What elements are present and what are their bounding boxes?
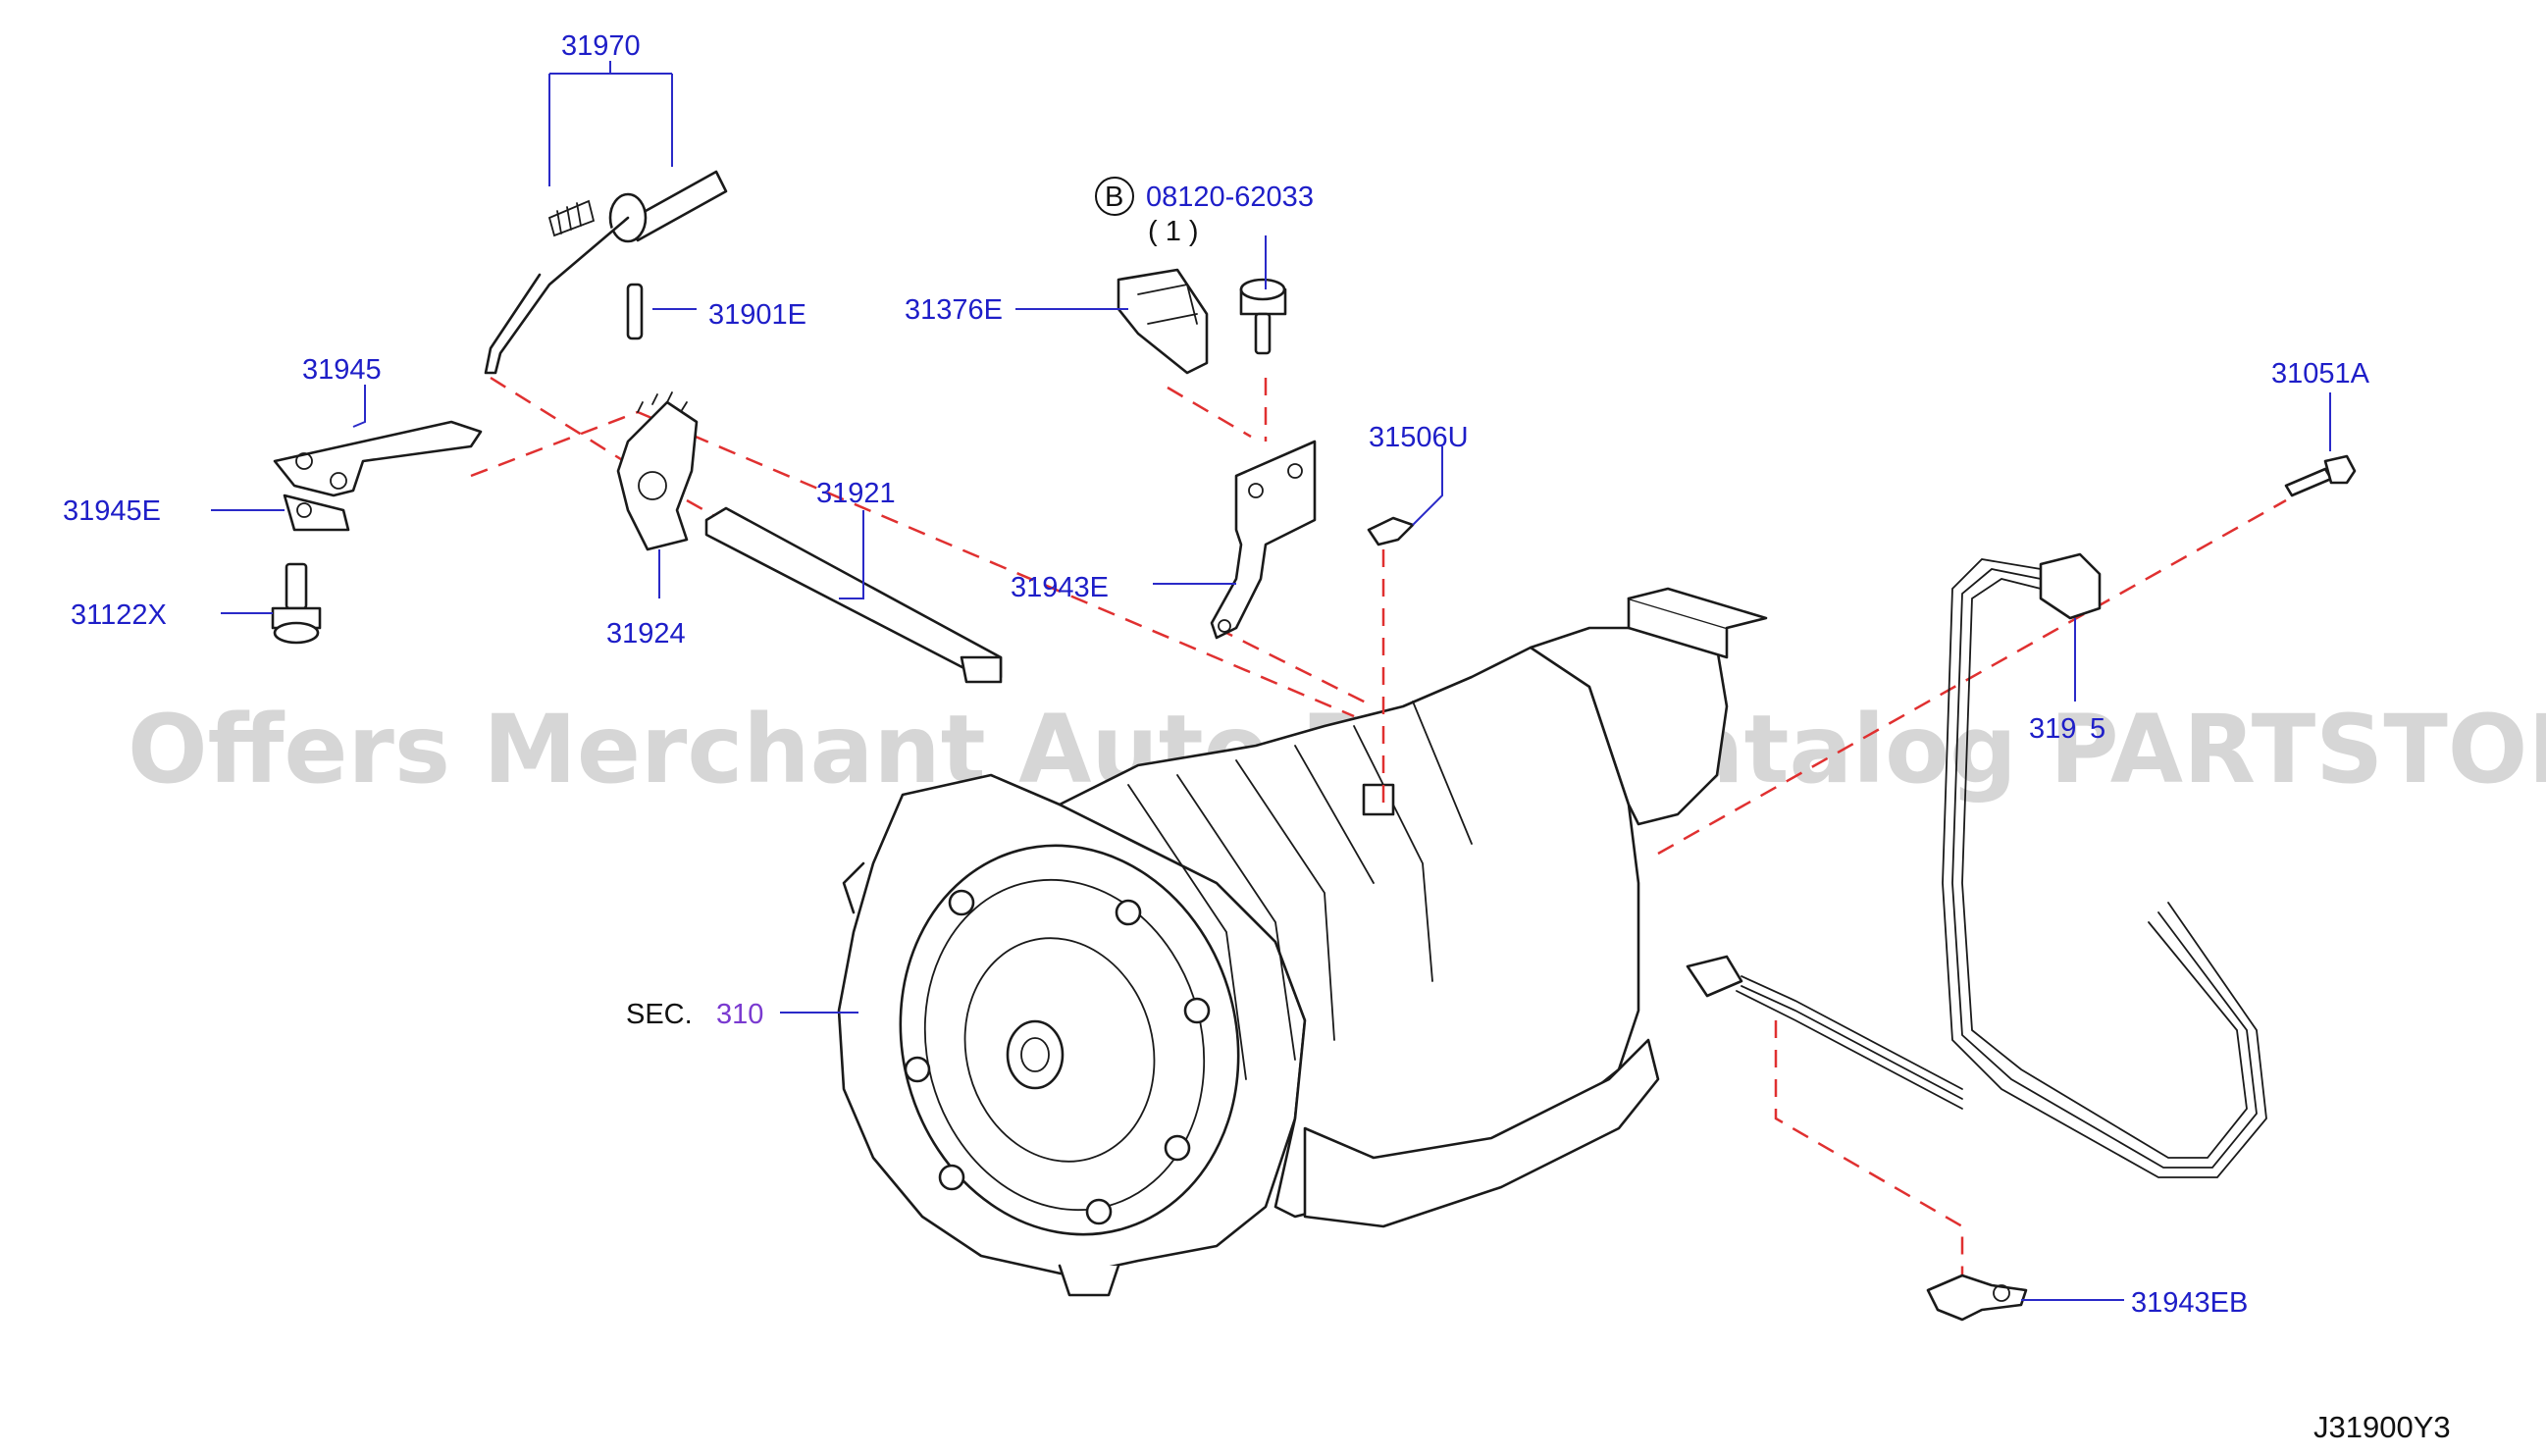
section-reference-310[interactable]: 310 [716,999,763,1030]
bolt-08120-62033[interactable] [1239,278,1287,355]
label-31945[interactable]: 31945 [302,354,382,386]
control-rod-31970[interactable] [484,170,728,375]
bracket-31943E[interactable] [1210,440,1317,640]
transmission-assembly[interactable] [837,587,1768,1297]
label-31970[interactable]: 31970 [561,30,641,62]
label-3194x-partial-end: 5 [2090,713,2105,745]
label-31921[interactable]: 31921 [816,478,896,509]
label-3194x-partial[interactable]: 319 [2029,713,2076,745]
clip-31943EB[interactable] [1926,1274,2028,1322]
diagram-code: J31900Y3 [2313,1410,2451,1444]
harness-sensor[interactable] [1686,552,2267,1178]
label-31943E[interactable]: 31943E [1011,572,1109,603]
washer-31945E[interactable] [283,494,350,532]
label-31506U[interactable]: 31506U [1369,422,1469,453]
bolt-31122X[interactable] [271,562,322,645]
b-marker: B [1095,177,1134,216]
b-marker-letter: B [1105,182,1123,213]
label-31122X[interactable]: 31122X [71,599,167,631]
manual-shaft-31921[interactable] [704,506,1003,684]
leader-lines [211,61,2331,1301]
clip-31506U[interactable] [1367,516,1415,546]
label-31924[interactable]: 31924 [606,618,686,650]
pin-31901E[interactable] [626,283,644,340]
label-31901E[interactable]: 31901E [708,299,806,331]
label-31945E[interactable]: 31945E [63,495,161,527]
clip-31376E[interactable] [1117,268,1209,375]
section-prefix: SEC. [626,999,693,1030]
label-31376E[interactable]: 31376E [905,294,1003,326]
label-08120-62033[interactable]: 08120-62033 [1146,182,1314,213]
label-31943EB[interactable]: 31943EB [2131,1287,2248,1319]
label-31051A[interactable]: 31051A [2271,358,2370,390]
bolt-31051A[interactable] [2284,454,2357,497]
label-08120-quantity: ( 1 ) [1148,216,1199,247]
bracket-31945[interactable] [273,420,483,497]
detent-plate-31924[interactable] [616,391,699,551]
